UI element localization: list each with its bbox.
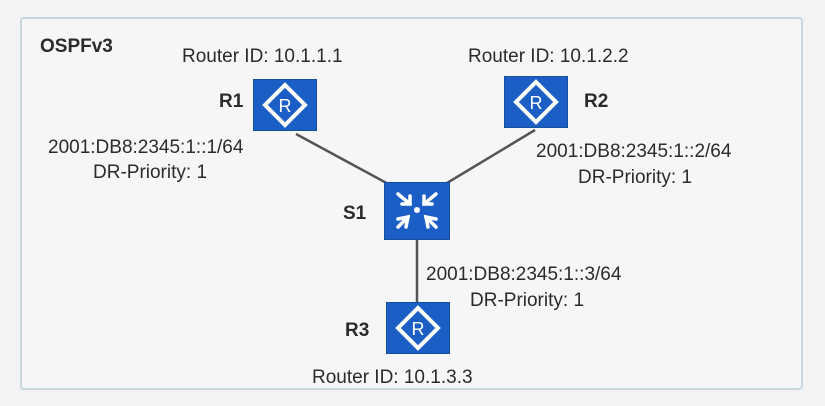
r1-label: R1 xyxy=(219,91,244,112)
link-r2-s1 xyxy=(441,128,536,188)
router-r2[interactable]: R xyxy=(504,76,568,128)
r2-label: R2 xyxy=(584,91,609,112)
r1-router-id: Router ID: 10.1.1.1 xyxy=(182,46,343,67)
r3-address: 2001:DB8:2345:1::3/64 xyxy=(426,264,622,285)
r1-address: 2001:DB8:2345:1::1/64 xyxy=(48,137,244,158)
link-r1-s1 xyxy=(295,132,393,188)
router-r3[interactable]: R xyxy=(386,302,450,354)
svg-text:R: R xyxy=(279,96,292,116)
r2-address: 2001:DB8:2345:1::2/64 xyxy=(536,141,732,162)
r3-priority: DR-Priority: 1 xyxy=(470,290,585,311)
r3-router-id: Router ID: 10.1.3.3 xyxy=(312,367,473,388)
switch-s1[interactable] xyxy=(384,182,450,240)
svg-text:R: R xyxy=(530,93,543,113)
r2-priority: DR-Priority: 1 xyxy=(578,167,693,188)
r3-label: R3 xyxy=(345,320,370,341)
diagram-title: OSPFv3 xyxy=(40,36,113,57)
router-icon: R xyxy=(513,79,559,125)
switch-icon xyxy=(396,192,438,229)
s1-label: S1 xyxy=(343,203,367,224)
svg-text:R: R xyxy=(412,319,425,339)
router-r1[interactable]: R xyxy=(253,79,317,131)
router-icon: R xyxy=(262,82,308,128)
r2-router-id: Router ID: 10.1.2.2 xyxy=(468,46,629,67)
r1-priority: DR-Priority: 1 xyxy=(93,162,208,183)
router-icon: R xyxy=(395,305,441,351)
